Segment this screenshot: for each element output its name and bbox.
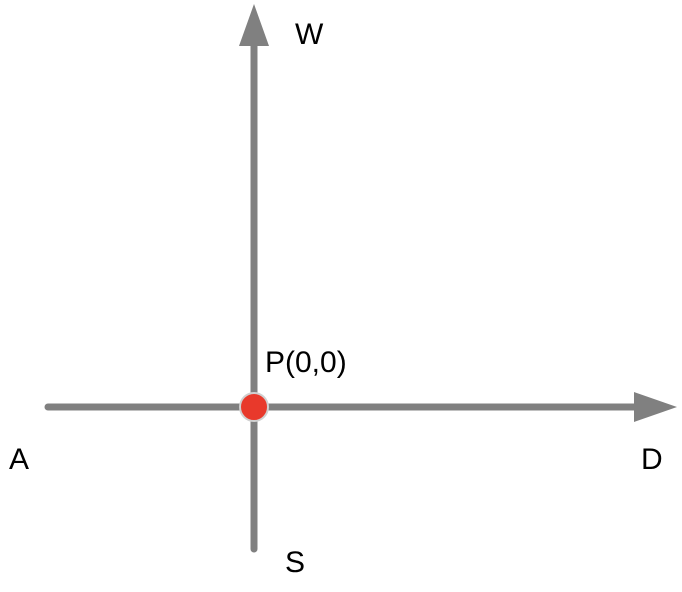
label-s: S <box>285 546 305 579</box>
label-origin: P(0,0) <box>265 346 347 379</box>
origin-point <box>239 392 269 422</box>
label-a: A <box>9 443 29 476</box>
label-w: W <box>295 18 324 51</box>
up-arrowhead-icon <box>239 4 269 46</box>
label-d: D <box>641 443 663 476</box>
right-arrowhead-icon <box>634 392 677 422</box>
